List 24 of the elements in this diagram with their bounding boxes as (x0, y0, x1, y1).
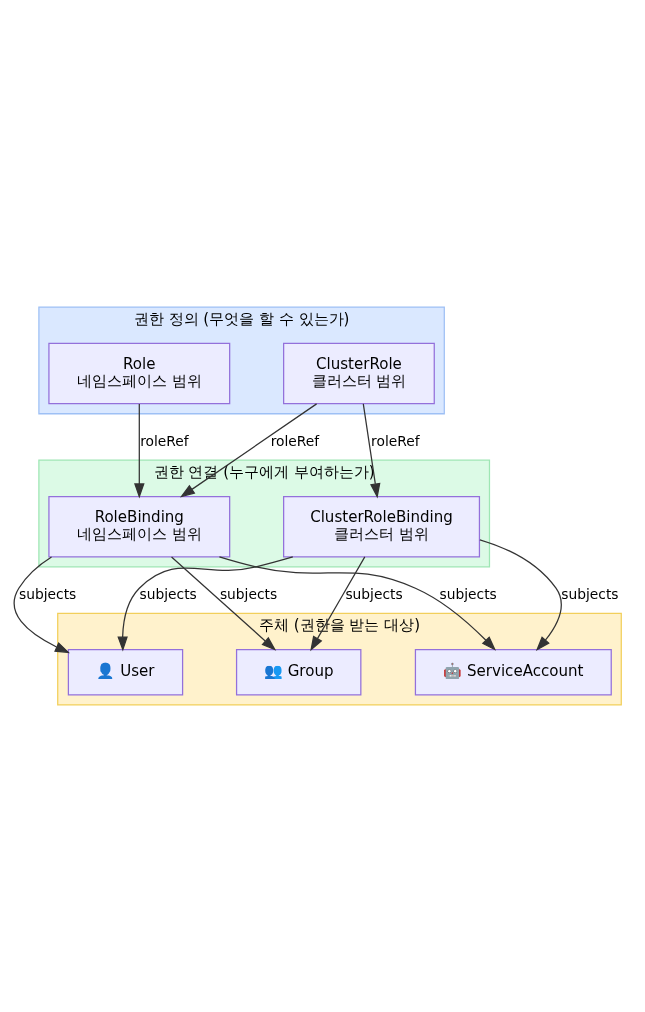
arrow (134, 403, 145, 499)
arrow (117, 556, 294, 652)
edge-label: roleRef (270, 433, 320, 450)
node-box: ClusterRoleBinding 클러스터 범위 (283, 495, 481, 558)
edge-label: roleRef (371, 433, 420, 450)
arrow (218, 556, 497, 651)
edge-label: subjects (439, 586, 497, 603)
arrow (362, 403, 381, 499)
edge-label: roleRef (140, 433, 189, 450)
node-box: 🤖 ServiceAccount (414, 649, 612, 696)
edge-label: subjects (561, 586, 619, 603)
arrow (13, 556, 70, 654)
arrow (170, 556, 277, 651)
arrow (479, 539, 562, 652)
edge-label: subjects (139, 586, 197, 603)
node-box: RoleBinding 네임스페이스 범위 (48, 495, 231, 558)
node-box: Role 네임스페이스 범위 (48, 342, 231, 405)
edge-label: subjects (219, 586, 278, 603)
edge-label: subjects (345, 586, 403, 603)
node-box: 👤 User (67, 649, 184, 696)
arrow (179, 403, 318, 498)
node-box: 👥 Group (235, 649, 362, 696)
edge-label: subjects (19, 586, 77, 603)
node-box: ClusterRole 클러스터 범위 (283, 342, 435, 405)
